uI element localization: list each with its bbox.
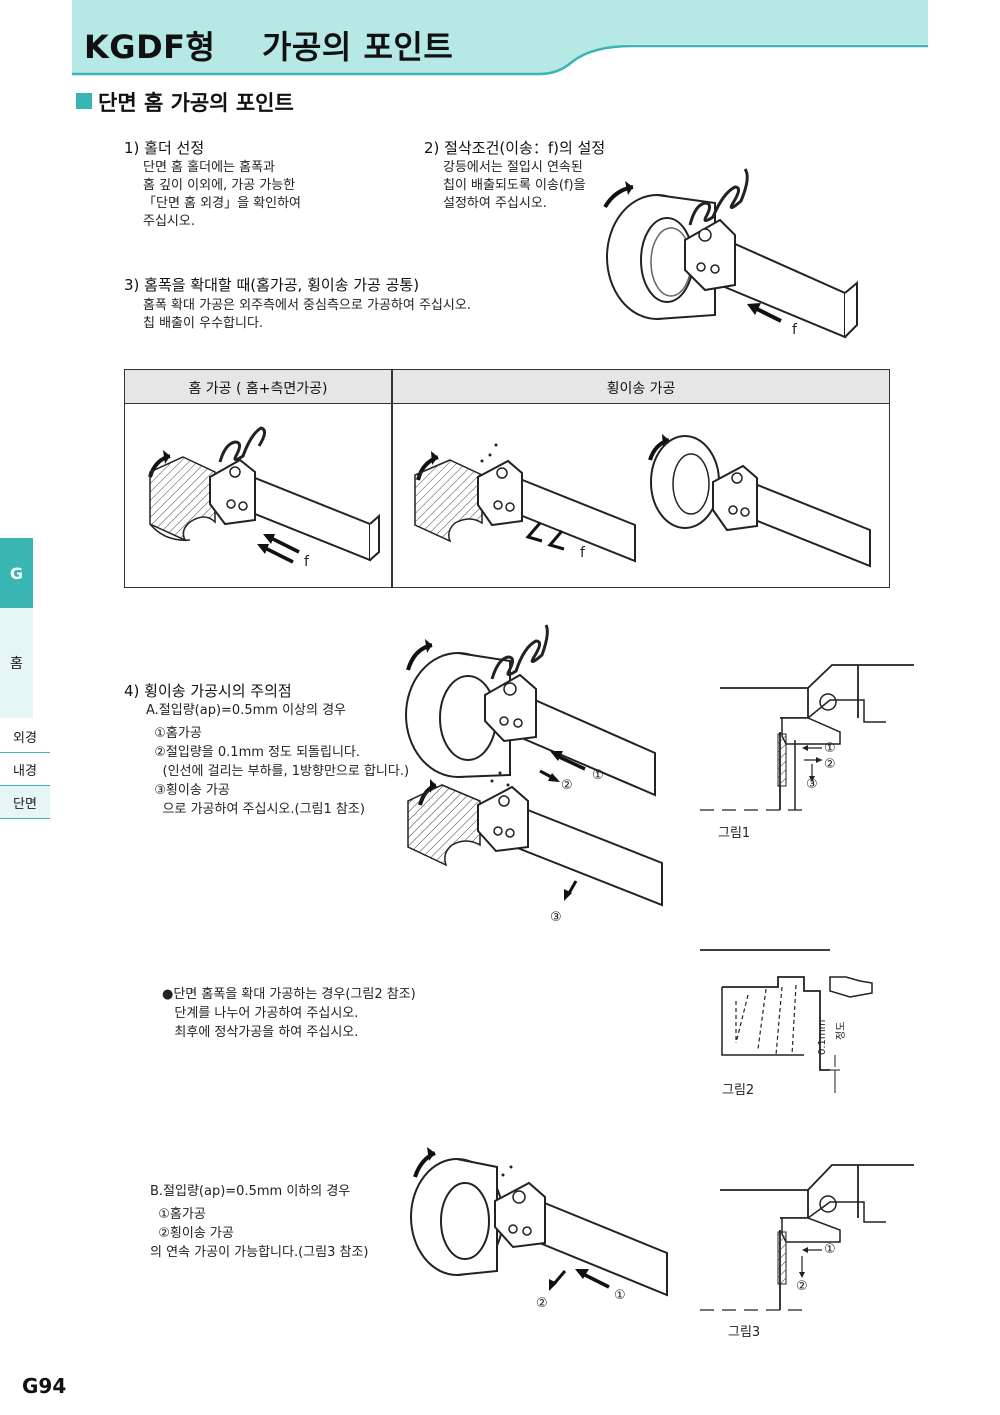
side-tab-outer[interactable]: 외경 [0,720,50,753]
illustration-feed [603,168,858,339]
feed-label-2: f [304,554,309,570]
fig2-dimension: 0.1mm [817,1019,828,1055]
fig1-caption: 그림1 [718,826,751,841]
section-marker [76,93,92,109]
page-title: KGDF형 가공의 포인트 [84,28,454,66]
illustration-point4-a [405,624,663,907]
fig2-caption: 그림2 [722,1083,755,1098]
fig1-label-1: ① [824,741,836,756]
fig1-label-3: ③ [806,777,818,792]
side-tab-inner[interactable]: 내경 [0,753,50,786]
header-band [72,0,928,76]
feed-label-3: f [580,545,585,561]
illustration-point4-b [410,1147,668,1297]
illustration-groove [148,426,380,564]
point4-b-body: ①홈가공 ②횡이송 가공 의 연속 가공이 가능합니다.(그림3 참조) [150,1207,369,1260]
point2-body: 강등에서는 절입시 연속된 칩이 배출되도록 이송(f)을 설정하여 주십시오. [443,160,586,211]
step-label-1b: ① [614,1288,626,1303]
point4-heading: 4) 횡이송 가공시의 주의점 [124,682,292,700]
point2-heading: 2) 절삭조건(이송：f)의 설정 [424,139,606,157]
section-title: 단면 홈 가공의 포인트 [98,91,294,115]
fig2-dimension-note: 정도 [836,1021,847,1040]
fig3-caption: 그림3 [728,1325,761,1340]
point4-a-title: A.절입량(ap)=0.5mm 이상의 경우 [146,703,346,718]
side-tab-g[interactable]: G [0,538,33,608]
step-label-2a: ② [561,778,573,793]
illustration-traverse-1 [414,443,636,563]
point1-body: 단면 홈 홀더에는 홈폭과 홈 깊이 이외에, 가공 가능한 「단면 홈 외경」… [143,160,301,229]
step-label-1a: ① [592,768,604,783]
feed-label-1: f [792,322,797,338]
side-tab-face[interactable]: 단면 [0,786,50,819]
comparison-table: 홈 가공 ( 홈+측면가공) 횡이송 가공 [124,369,890,588]
table-divider [391,370,393,587]
illustration-traverse-2 [648,434,871,568]
step-label-3a: ③ [550,910,562,925]
table-header-traverse: 횡이송 가공 [606,381,676,397]
point3-heading: 3) 홈폭을 확대할 때(홈가공, 횡이송 가공 공통) [124,276,420,294]
point4-a-body: ①홈가공 ②절입량을 0.1mm 정도 되돌립니다. (인선에 걸리는 부하를,… [154,726,410,817]
table-header [125,370,889,404]
bullet-wide-groove: ●단면 홈폭을 확대 가공하는 경우(그림2 참조) 단계를 나누어 가공하여 … [162,987,416,1040]
side-tab-groove[interactable]: 홈 [0,608,33,718]
fig3-label-1: ① [824,1242,836,1257]
fig3-label-2: ② [796,1279,808,1294]
diagram-fig1 [700,664,914,811]
point4-b-title: B.절입량(ap)=0.5mm 이하의 경우 [150,1184,351,1199]
page-number: G94 [22,1374,67,1398]
diagram-fig2 [700,949,873,1093]
fig1-label-2: ② [824,757,836,772]
step-label-2b: ② [536,1296,548,1311]
point3-body: 홈폭 확대 가공은 외주측에서 중심측으로 가공하여 주십시오. 칩 배출이 우… [143,298,471,331]
table-header-grooving: 홈 가공 ( 홈+측면가공) [188,381,328,397]
point1-heading: 1) 홀더 선정 [124,139,205,157]
diagram-fig3 [700,1164,914,1311]
